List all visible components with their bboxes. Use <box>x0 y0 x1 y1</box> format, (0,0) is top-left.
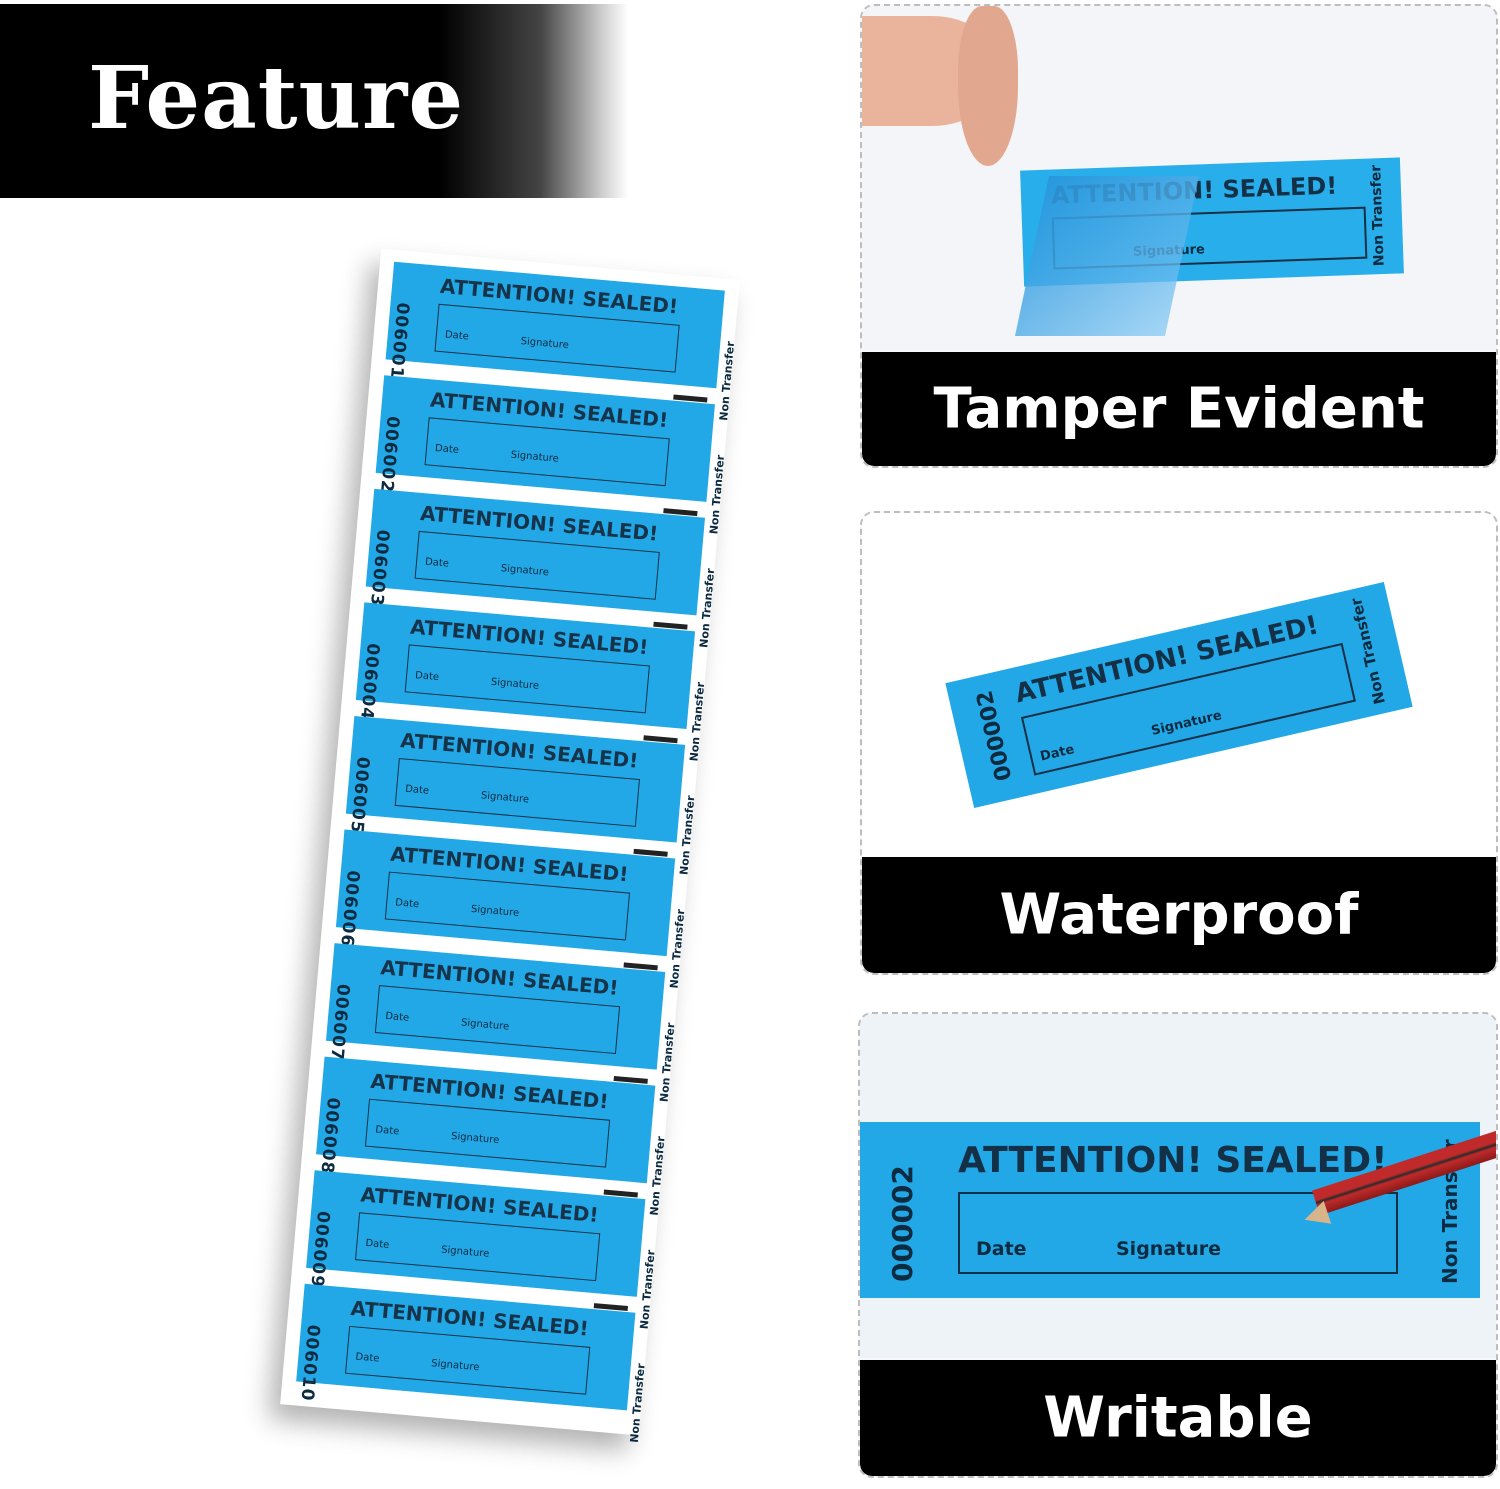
writable-photo: 000002 ATTENTION! SEALED! Date Signature… <box>860 1014 1496 1358</box>
seal-tab <box>643 735 678 744</box>
seal-tab <box>613 1075 648 1084</box>
seal-signature-label: Signature <box>450 1131 500 1147</box>
seal-non-transfer: Non Transfer <box>687 681 708 762</box>
seal-tab <box>653 621 688 630</box>
waterproof-sticker: 000002 ATTENTION! SEALED! Date Signature… <box>945 582 1413 808</box>
seal-number: 006006 <box>336 869 363 948</box>
sticker-number: 000002 <box>886 1165 919 1282</box>
tamper-photo: ATTENTION! SEALED! Signature Non Transfe… <box>862 6 1496 350</box>
seal-number: 006010 <box>296 1323 324 1403</box>
seal-tab <box>623 962 658 971</box>
seal-number: 006001 <box>385 301 413 381</box>
seal-date-label: Date <box>404 783 430 797</box>
seal-date-label: Date <box>374 1124 400 1138</box>
seal-signature-label: Signature <box>460 1017 510 1033</box>
seal-date-label: Date <box>394 897 420 911</box>
waterproof-photo: 000002 ATTENTION! SEALED! Date Signature… <box>862 513 1496 857</box>
seal-date-label: Date <box>355 1351 380 1365</box>
thumb-shape <box>958 6 1018 166</box>
seal-non-transfer: Non Transfer <box>657 1022 678 1103</box>
seal-tab <box>673 394 708 403</box>
seal-number: 006004 <box>356 642 383 721</box>
sticker-signature-label: Signature <box>1116 1238 1222 1260</box>
sticker-box <box>958 1192 1398 1274</box>
writable-sticker: 000002 ATTENTION! SEALED! Date Signature… <box>860 1122 1480 1298</box>
seal-number: 006009 <box>306 1210 334 1289</box>
seal-number: 006005 <box>346 755 373 835</box>
seal-signature-label: Signature <box>480 790 530 806</box>
seal-date-label: Date <box>364 1237 390 1251</box>
seal-non-transfer: Non Transfer <box>628 1362 649 1444</box>
feature-card-tamper-evident: ATTENTION! SEALED! Signature Non Transfe… <box>860 4 1498 468</box>
feature-label: Tamper Evident <box>933 376 1425 442</box>
seal-tab <box>593 1303 629 1312</box>
seal-number: 006007 <box>326 983 353 1062</box>
seal-non-transfer: Non Transfer <box>667 908 688 990</box>
feature-label: Writable <box>1043 1385 1313 1451</box>
seal-date-label: Date <box>414 670 440 684</box>
seal-date-label: Date <box>444 329 470 343</box>
seal-date-label: Date <box>434 442 460 457</box>
seal-signature-label: Signature <box>500 563 550 579</box>
seal-number: 006008 <box>316 1096 344 1176</box>
seal-signature-label: Signature <box>520 336 570 352</box>
sticker-heading: ATTENTION! SEALED! <box>958 1140 1388 1181</box>
seal-date-label: Date <box>424 556 450 570</box>
sticker-number: 000002 <box>972 687 1018 784</box>
seal-signature-label: Signature <box>510 449 560 465</box>
seal-non-transfer: Non Transfer <box>697 567 718 649</box>
seal-non-transfer: Non Transfer <box>648 1135 668 1217</box>
banner-title: Feature <box>88 48 465 149</box>
seal-tab <box>633 848 668 857</box>
seal-date-label: Date <box>384 1010 410 1024</box>
seal-number: 006003 <box>366 528 393 608</box>
seal-number: 006002 <box>375 415 403 494</box>
seal-signature-label: Signature <box>430 1358 480 1374</box>
sticker-non-transfer: Non Transfer <box>1368 164 1388 267</box>
feature-card-writable: 000002 ATTENTION! SEALED! Date Signature… <box>858 1012 1498 1478</box>
seal-non-transfer: Non Transfer <box>707 454 728 535</box>
label-bar: Writable <box>860 1360 1496 1476</box>
seal-signature-label: Signature <box>490 676 540 692</box>
seal-non-transfer: Non Transfer <box>638 1249 658 1330</box>
sticker-date-label: Date <box>976 1238 1027 1260</box>
seal-signature-label: Signature <box>470 903 520 920</box>
feature-banner: Feature <box>0 4 628 198</box>
label-bar: Waterproof <box>862 857 1496 973</box>
seal-signature-label: Signature <box>440 1244 490 1260</box>
seal-tab <box>663 508 698 517</box>
feature-card-waterproof: 000002 ATTENTION! SEALED! Date Signature… <box>860 511 1498 975</box>
seal-non-transfer: Non Transfer <box>717 340 738 422</box>
label-bar: Tamper Evident <box>862 352 1496 466</box>
feature-label: Waterproof <box>999 882 1359 948</box>
seal-non-transfer: Non Transfer <box>677 795 698 876</box>
seal-tab <box>603 1189 638 1198</box>
